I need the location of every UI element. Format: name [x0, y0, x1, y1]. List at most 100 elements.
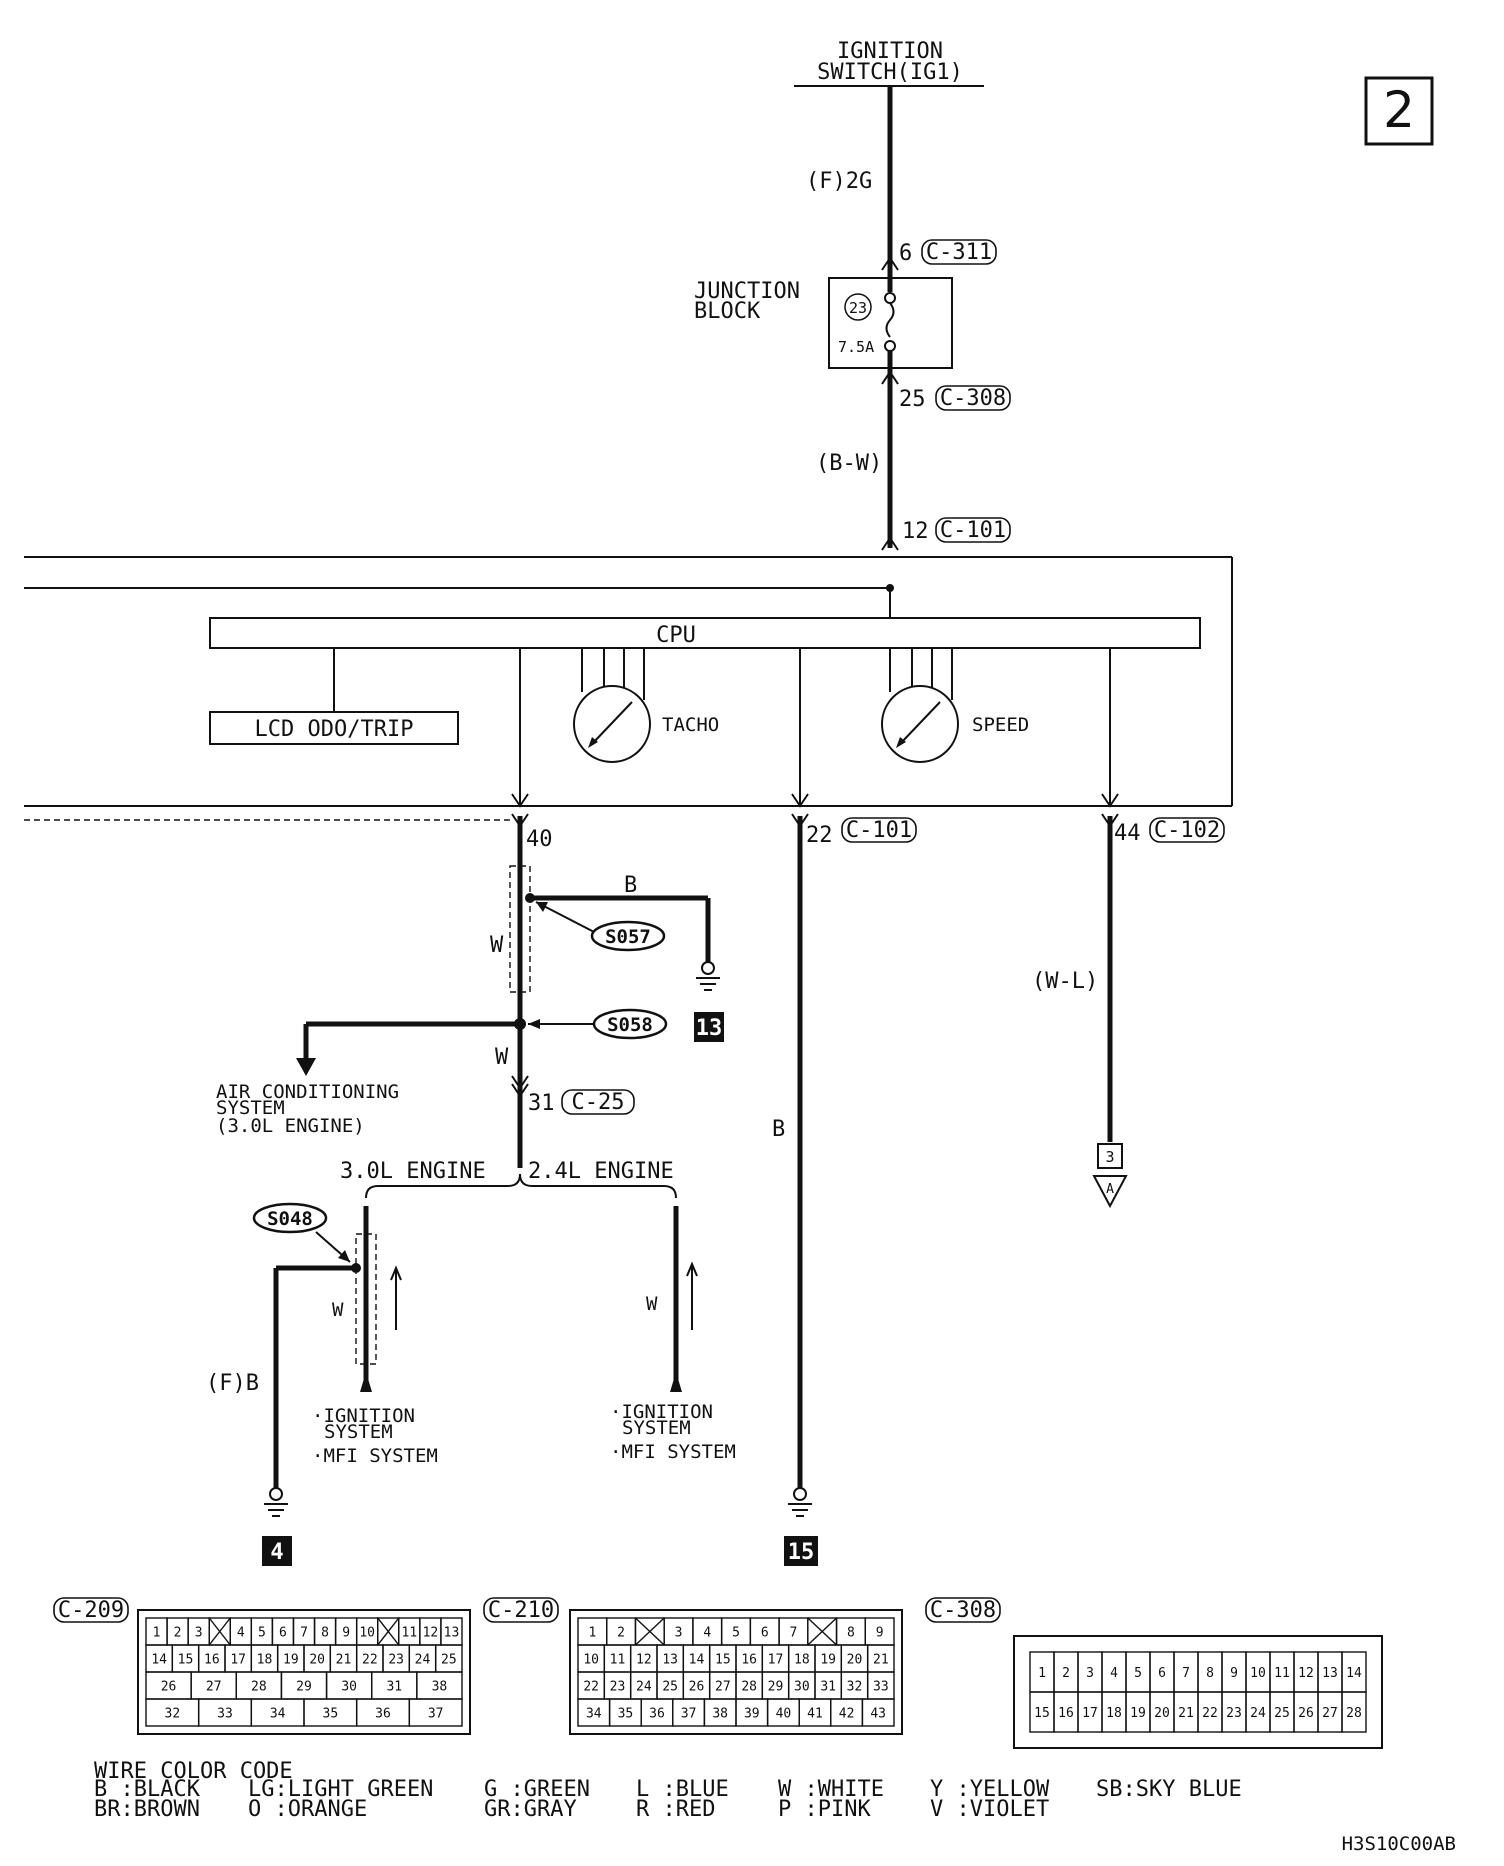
pin-number: 20 [309, 1653, 325, 1668]
pin-number: 12 [1298, 1666, 1314, 1681]
legend-b: B :BLACK [94, 1777, 201, 1802]
pin-number: 17 [230, 1653, 246, 1668]
blocked-pin-mark [377, 1617, 400, 1646]
c101-top-connector-box [935, 517, 1011, 543]
ign-right-2: SYSTEM [622, 1417, 691, 1439]
ground-4-badge [262, 1536, 292, 1566]
pin-number: 32 [847, 1680, 863, 1695]
pin-number: 29 [296, 1680, 312, 1695]
pin-number: 16 [1058, 1706, 1074, 1721]
wire-label-w-24: W [646, 1293, 658, 1315]
pin-cell [861, 1698, 895, 1727]
ac-label-1: AIR CONDITIONING [216, 1081, 399, 1103]
splice-s058: S058 [607, 1014, 653, 1036]
pin-number: 39 [744, 1707, 760, 1722]
pin-number: 1 [588, 1626, 596, 1641]
arrow-out-40 [511, 793, 529, 808]
pin-number: 3 [195, 1626, 203, 1641]
flow-arrow-24-head [686, 1261, 698, 1277]
pin-number: 1 [1038, 1666, 1046, 1681]
pin-number: 41 [807, 1707, 823, 1722]
legend-r: R :RED [636, 1797, 715, 1822]
pin-number: 11 [402, 1626, 418, 1641]
pin-number: 23 [1226, 1706, 1242, 1721]
pin-number: 23 [610, 1680, 626, 1695]
pin-number: 31 [820, 1680, 836, 1695]
pin-number: 37 [681, 1707, 697, 1722]
pin-cell [408, 1698, 463, 1727]
pin-number: 29 [768, 1680, 784, 1695]
c102-44-connector: C-102 [1154, 818, 1220, 843]
c25-pin: 31 [528, 1091, 555, 1116]
pin-number: 34 [270, 1707, 286, 1722]
pin-number: 9 [342, 1626, 350, 1641]
ignition-label-2: SWITCH(IG1) [817, 60, 963, 85]
c311-connector: C-311 [926, 240, 992, 265]
pin-number: 28 [741, 1680, 757, 1695]
pin-number: 14 [1346, 1666, 1362, 1681]
ground-15-symbol [788, 1487, 812, 1517]
legend-l: L :BLUE [636, 1777, 729, 1802]
pin-number: 33 [217, 1707, 233, 1722]
splice-s048: S048 [267, 1208, 313, 1230]
pin-number: 40 [776, 1707, 792, 1722]
ref-box: 3 [1105, 1148, 1114, 1166]
legend-p: P :PINK [778, 1797, 871, 1822]
c101-22-pin: 22 [806, 823, 833, 848]
pin-number: 24 [636, 1680, 652, 1695]
fuse-number: 23 [849, 299, 867, 317]
pin-number: 2 [174, 1626, 182, 1641]
pin-number: 15 [178, 1653, 194, 1668]
pin-number: 18 [1106, 1706, 1122, 1721]
pin-number: 10 [583, 1653, 599, 1668]
wire-label-wl: (W-L) [1032, 969, 1098, 994]
fuse-icon [885, 302, 895, 338]
pin-number: 25 [441, 1653, 457, 1668]
pin-number: 36 [649, 1707, 665, 1722]
ground-15-badge [784, 1536, 818, 1566]
fuse-rating: 7.5A [838, 338, 874, 356]
pin-number: 23 [388, 1653, 404, 1668]
ground-13-badge [694, 1012, 724, 1042]
pin-number: 4 [703, 1626, 711, 1641]
c209-label: C-209 [58, 1598, 124, 1623]
c311-pin: 6 [899, 241, 912, 266]
fuse-number-circle [844, 293, 872, 321]
engine-30-label: 3.0L ENGINE [340, 1159, 486, 1184]
engine-24-label: 2.4L ENGINE [528, 1159, 674, 1184]
pin-number: 5 [732, 1626, 740, 1641]
wire-label-w-s057: W [490, 933, 504, 958]
pin-number: 19 [283, 1653, 299, 1668]
c209-face-outline [137, 1609, 471, 1735]
pin-number: 26 [161, 1680, 177, 1695]
ac-label-2: SYSTEM [216, 1097, 285, 1119]
c311-connector-box [921, 239, 997, 265]
pin-number: 17 [1082, 1706, 1098, 1721]
pin-number: 24 [1250, 1706, 1266, 1721]
wire-label-f2g: (F)2G [806, 169, 872, 194]
pin-number: 12 [636, 1653, 652, 1668]
s057-pointer-head [536, 902, 548, 912]
s058-pointer-head [528, 1019, 540, 1029]
c308-label: C-308 [930, 1598, 996, 1623]
c210-face-outline [569, 1609, 903, 1735]
pin-number: 9 [1230, 1666, 1238, 1681]
cpu-box [209, 617, 1201, 649]
pin-number: 21 [1178, 1706, 1194, 1721]
legend-y: Y :YELLOW [930, 1777, 1050, 1802]
diagram-code: H3S10C00AB [1342, 1833, 1456, 1855]
pin-number: 27 [1322, 1706, 1338, 1721]
wire-label-b-s057: B [624, 873, 637, 898]
pin-number: 27 [206, 1680, 222, 1695]
pin-number: 8 [847, 1626, 855, 1641]
legend-v: V :VIOLET [930, 1797, 1049, 1822]
tacho-label: TACHO [662, 714, 719, 736]
pin-number: 7 [790, 1626, 798, 1641]
pin-number: 25 [1274, 1706, 1290, 1721]
pin-number: 4 [237, 1626, 245, 1641]
pin-number: 9 [876, 1626, 884, 1641]
lcd-label: LCD ODO/TRIP [255, 717, 414, 742]
pin-number: 8 [321, 1626, 329, 1641]
